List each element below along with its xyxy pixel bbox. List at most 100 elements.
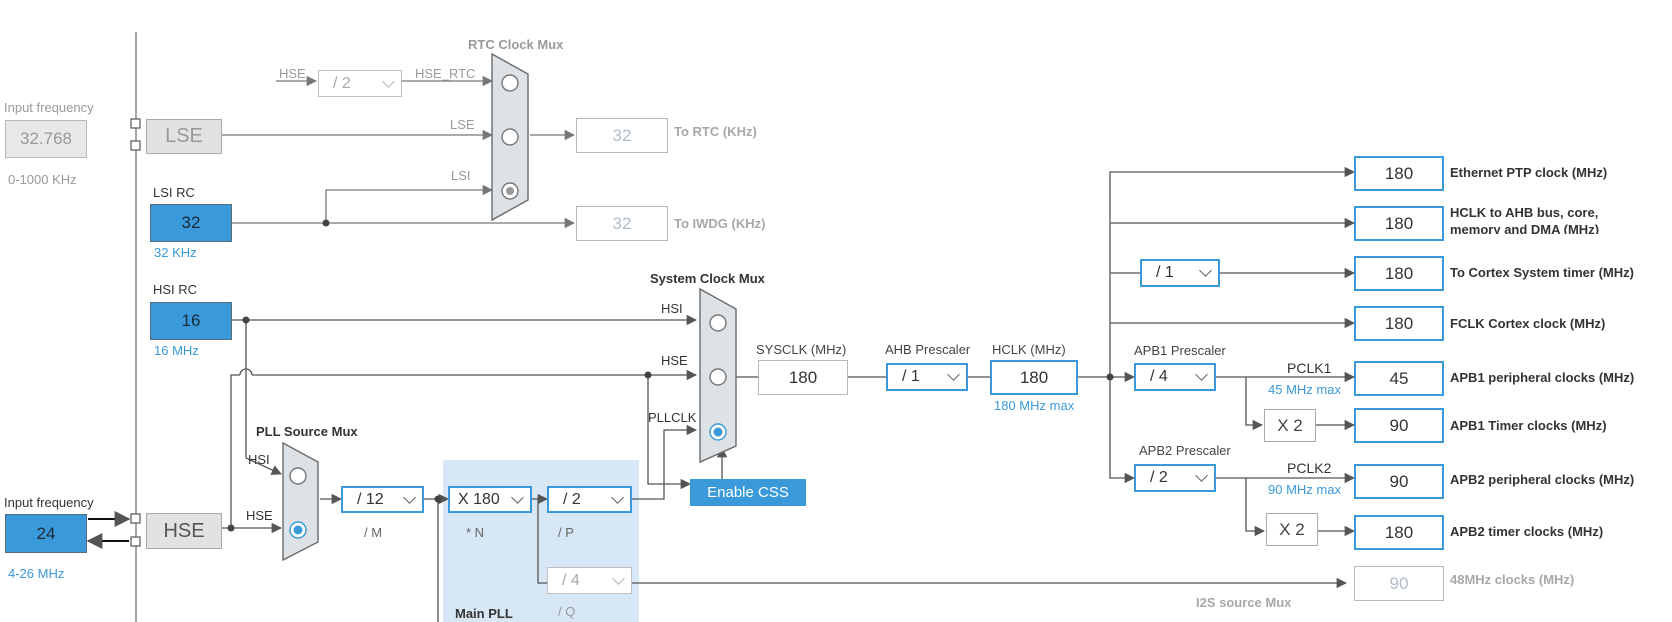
- hsi-title: HSI RC: [153, 282, 198, 297]
- output-apb2-peripheral-value[interactable]: 90: [1354, 464, 1444, 499]
- hsi-sub: 16 MHz: [154, 343, 199, 358]
- hsi-value[interactable]: 16: [150, 302, 232, 340]
- output-fclk-label: FCLK Cortex clock (MHz): [1450, 316, 1606, 331]
- lse-block[interactable]: LSE: [146, 119, 222, 154]
- lse-input-title: Input frequency: [4, 100, 94, 115]
- apb1-prescaler-value: / 4: [1150, 368, 1168, 385]
- sysmux-hsi-label: HSI: [661, 301, 683, 316]
- chevron-down-icon: [382, 74, 395, 88]
- chevron-down-icon: [403, 490, 416, 504]
- chevron-down-icon: [612, 571, 625, 585]
- pll-p-label: / P: [558, 525, 574, 540]
- chevron-down-icon: [1195, 368, 1208, 381]
- pclk2-label: PCLK2: [1287, 460, 1332, 476]
- output-hclk-ahb-value[interactable]: 180: [1354, 206, 1444, 241]
- pll-source-hsi-label: HSI: [248, 452, 270, 467]
- rtc-mux-radio-hse: [501, 74, 519, 92]
- output-ethernet-ptp-label: Ethernet PTP clock (MHz): [1450, 165, 1608, 180]
- chevron-down-icon: [1199, 264, 1212, 277]
- output-apb1-timer-value[interactable]: 90: [1354, 408, 1444, 443]
- pll-p-divider-value: / 2: [563, 490, 581, 508]
- main-pll-title: Main PLL: [455, 606, 513, 621]
- pll-q-label: / Q: [558, 604, 576, 619]
- output-apb2-timer-label: APB2 timer clocks (MHz): [1450, 524, 1604, 539]
- rtc-output-value: 32: [576, 118, 668, 153]
- pll-m-label: / M: [364, 525, 383, 540]
- pll-q-divider[interactable]: / 4: [547, 567, 632, 594]
- rtc-hse-rtc-label: HSE_RTC: [415, 66, 476, 81]
- output-48mhz-label: 48MHz clocks (MHz): [1450, 572, 1575, 587]
- pll-m-divider-value: / 12: [357, 490, 384, 508]
- rtc-hse-in-label: HSE: [279, 66, 306, 81]
- hclk-label: HCLK (MHz): [992, 342, 1066, 357]
- lsi-sub: 32 KHz: [154, 245, 197, 260]
- output-apb1-peripheral-label: APB1 peripheral clocks (MHz): [1450, 370, 1635, 385]
- pll-q-divider-value: / 4: [562, 571, 580, 589]
- sysmux-title: System Clock Mux: [650, 271, 765, 286]
- sysclk-label: SYSCLK (MHz): [756, 342, 847, 357]
- rtc-output-label: To RTC (KHz): [674, 124, 757, 139]
- chevron-down-icon: [511, 490, 524, 504]
- apb2-timer-multiplier: X 2: [1266, 513, 1318, 546]
- ahb-prescaler-label: AHB Prescaler: [885, 342, 971, 357]
- output-apb2-timer-value[interactable]: 180: [1354, 515, 1444, 550]
- hclk-max-label: 180 MHz max: [994, 398, 1075, 413]
- hse-input-value[interactable]: 24: [5, 514, 87, 553]
- sysmux-radio-hse: [709, 368, 727, 386]
- chevron-down-icon: [611, 490, 624, 504]
- pll-source-hse-label: HSE: [246, 508, 273, 523]
- output-cortex-timer-label: To Cortex System timer (MHz): [1450, 265, 1634, 280]
- pll-m-divider[interactable]: / 12: [341, 486, 424, 513]
- hse-input-title: Input frequency: [4, 495, 94, 510]
- lsi-value[interactable]: 32: [150, 204, 232, 242]
- hclk-value[interactable]: 180: [990, 360, 1078, 395]
- apb2-prescaler-select[interactable]: / 2: [1134, 464, 1216, 492]
- pll-n-label: * N: [466, 525, 485, 540]
- output-cortex-timer-value[interactable]: 180: [1354, 256, 1444, 291]
- lse-input-range: 0-1000 KHz: [8, 172, 77, 187]
- output-48mhz-value: 90: [1354, 566, 1444, 601]
- output-fclk-value[interactable]: 180: [1354, 306, 1444, 341]
- hse-input-range: 4-26 MHz: [8, 566, 65, 581]
- output-hclk-ahb-label: HCLK to AHB bus, core, memory and DMA (M…: [1450, 205, 1600, 234]
- output-ethernet-ptp-value[interactable]: 180: [1354, 156, 1444, 191]
- output-apb1-timer-label: APB1 Timer clocks (MHz): [1450, 418, 1607, 433]
- rtc-hse-divider[interactable]: / 2: [318, 70, 402, 97]
- cortex-timer-divider[interactable]: / 1: [1140, 259, 1220, 287]
- apb2-prescaler-value: / 2: [1150, 469, 1168, 486]
- pclk1-max-label: 45 MHz max: [1268, 382, 1341, 397]
- iwdg-output-value: 32: [576, 206, 668, 241]
- enable-css-button[interactable]: Enable CSS: [690, 479, 806, 506]
- pll-n-multiplier-value: X 180: [458, 490, 500, 508]
- pllsrc-radio-hsi: [289, 467, 307, 485]
- rtc-hse-divider-value: / 2: [333, 74, 351, 92]
- hse-block[interactable]: HSE: [146, 513, 222, 549]
- ahb-prescaler-select[interactable]: / 1: [886, 363, 968, 391]
- apb2-prescaler-label: APB2 Prescaler: [1139, 443, 1231, 458]
- output-apb2-peripheral-label: APB2 peripheral clocks (MHz): [1450, 472, 1635, 487]
- i2s-source-mux-title: I2S source Mux: [1196, 595, 1292, 610]
- chevron-down-icon: [1195, 469, 1208, 482]
- chevron-down-icon: [947, 368, 960, 381]
- apb1-prescaler-select[interactable]: / 4: [1134, 363, 1216, 391]
- cortex-timer-divider-value: / 1: [1156, 264, 1174, 281]
- pll-p-divider[interactable]: / 2: [547, 486, 632, 513]
- sysclk-value: 180: [758, 360, 848, 395]
- lsi-title: LSI RC: [153, 185, 195, 200]
- apb1-prescaler-label: APB1 Prescaler: [1134, 343, 1226, 358]
- lse-input-value[interactable]: 32.768: [5, 120, 87, 158]
- rtc-mux-title: RTC Clock Mux: [468, 37, 564, 52]
- iwdg-output-label: To IWDG (KHz): [674, 216, 766, 231]
- output-apb1-peripheral-value[interactable]: 45: [1354, 361, 1444, 396]
- pll-source-mux-title: PLL Source Mux: [256, 424, 358, 439]
- pclk1-label: PCLK1: [1287, 360, 1332, 376]
- sysmux-radio-hsi: [709, 314, 727, 332]
- rtc-lse-in-label: LSE: [450, 117, 475, 132]
- apb1-timer-multiplier: X 2: [1264, 409, 1316, 442]
- rtc-mux-radio-lse: [501, 128, 519, 146]
- sysmux-hse-label: HSE: [661, 353, 688, 368]
- sysmux-pllclk-label: PLLCLK: [648, 410, 697, 425]
- pll-n-multiplier[interactable]: X 180: [448, 486, 532, 513]
